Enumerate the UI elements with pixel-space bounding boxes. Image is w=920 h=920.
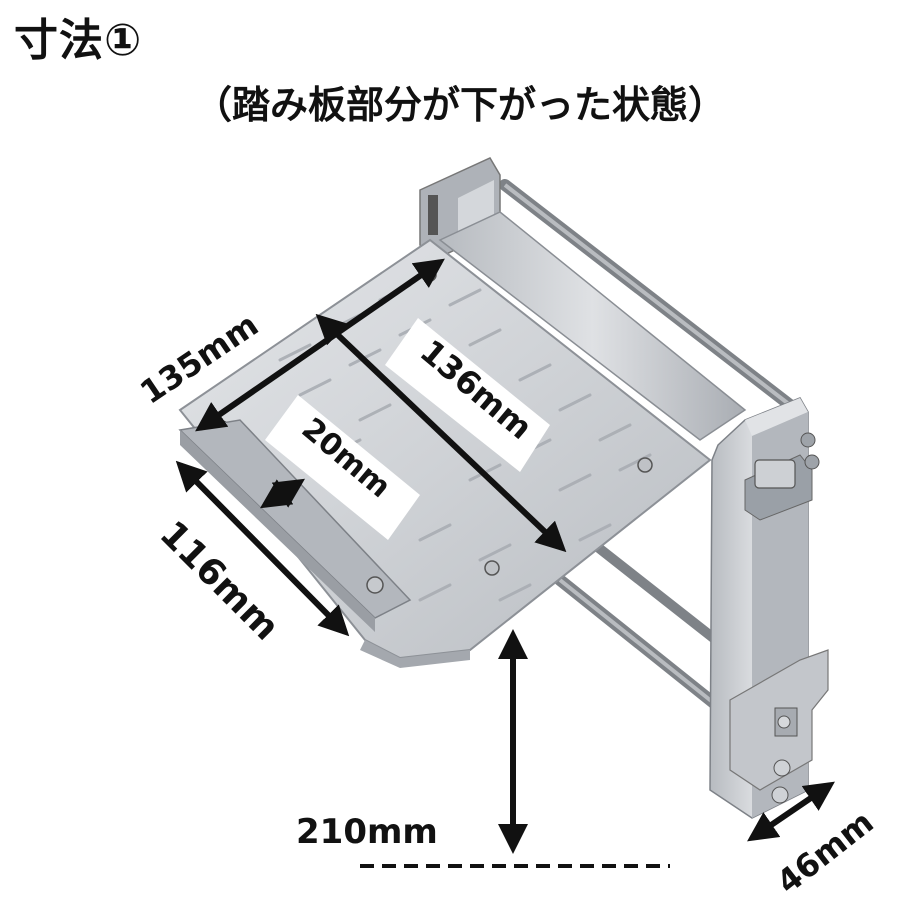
- dim-210-label: 210mm: [296, 812, 438, 852]
- dimension-arrows: [175, 258, 835, 854]
- arrow-136: [315, 313, 567, 553]
- arrow-46: [747, 781, 835, 842]
- arrow-116: [175, 460, 350, 637]
- page-title: 寸法①: [14, 15, 143, 66]
- page-subtitle: （踏み板部分が下がった状態）: [193, 83, 726, 127]
- upper-rail: [438, 211, 747, 441]
- dim-116-label: 116mm: [152, 513, 287, 648]
- right-post: [709, 397, 829, 819]
